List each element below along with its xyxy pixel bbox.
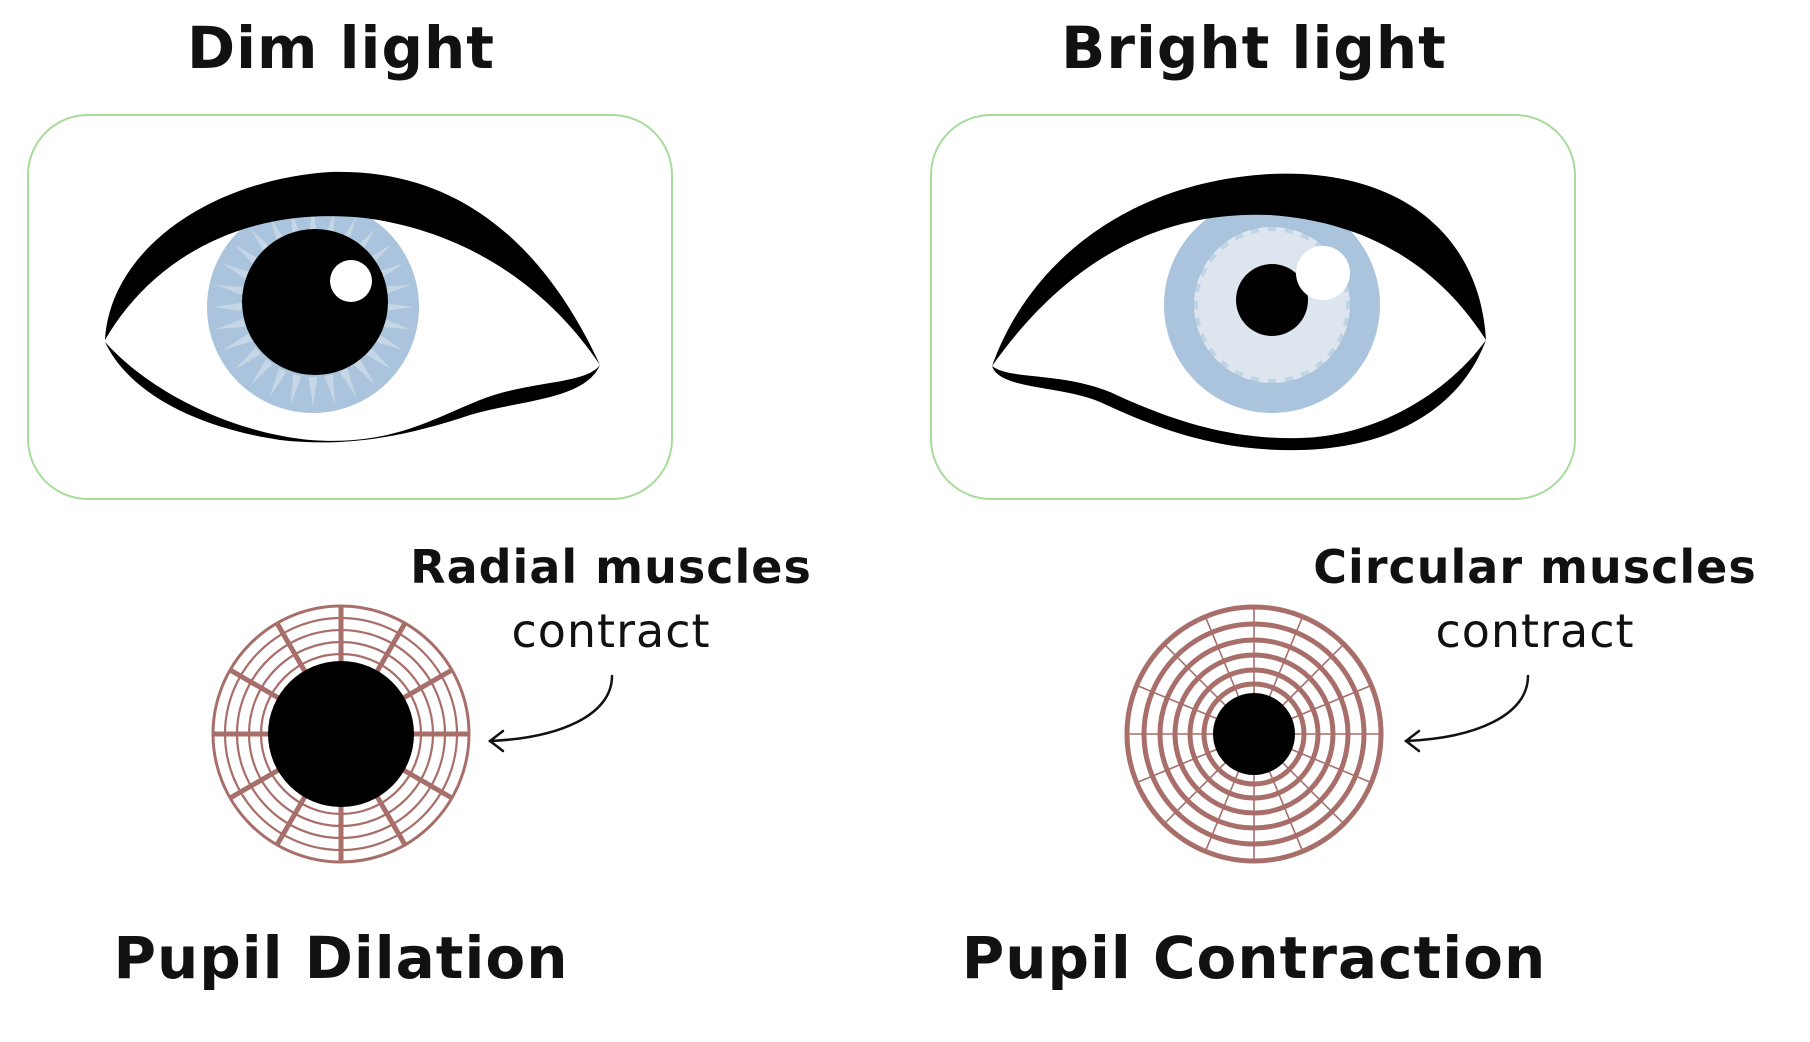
dim-pupil: [242, 229, 388, 375]
bright-eye: [992, 173, 1486, 451]
radial-muscles-diagram: [211, 604, 471, 864]
bright-light-frame: [930, 114, 1576, 500]
pupil-dilation-caption: Pupil Dilation: [113, 924, 569, 992]
circular-muscle-spokes: [1125, 605, 1383, 863]
circular-muscles-diagram: [1124, 604, 1384, 864]
bright-lower-eyelid: [992, 340, 1486, 451]
circular-spoke: [1290, 683, 1374, 720]
circular-spoke: [1203, 770, 1240, 854]
radial-arrow: [487, 674, 614, 753]
circular-contract-label: contract: [1435, 604, 1635, 658]
dim-pupil-highlight: [330, 260, 372, 302]
bright-pupil: [1236, 264, 1308, 336]
bright-light-heading: Bright light: [1061, 14, 1447, 82]
circular-spoke: [1268, 614, 1305, 698]
circular-spoke: [1134, 748, 1218, 785]
circular-arrow: [1403, 674, 1530, 753]
radial-contract-label: contract: [511, 604, 711, 658]
dim-upper-eyelid: [105, 171, 600, 365]
circular-spoke: [1162, 761, 1227, 826]
dim-light-heading: Dim light: [187, 14, 495, 82]
circular-spoke: [1281, 642, 1346, 707]
circular-spoke: [1203, 614, 1240, 698]
dim-light-frame: [27, 114, 673, 500]
circular-spoke: [1268, 770, 1305, 854]
bright-upper-eyelid: [992, 173, 1486, 366]
circular-spoke: [1281, 761, 1346, 826]
bright-pupil-highlight: [1296, 246, 1350, 300]
circular-pupil-contracted: [1213, 693, 1295, 775]
circular-spoke: [1134, 683, 1218, 720]
circular-spoke: [1290, 748, 1374, 785]
circular-spoke: [1162, 642, 1227, 707]
pupil-contraction-caption: Pupil Contraction: [961, 924, 1547, 992]
dim-eye: [105, 171, 600, 443]
radial-pupil-dilated: [268, 661, 414, 807]
circular-muscles-label: Circular muscles: [1313, 540, 1757, 594]
radial-muscles-label: Radial muscles: [410, 540, 812, 594]
